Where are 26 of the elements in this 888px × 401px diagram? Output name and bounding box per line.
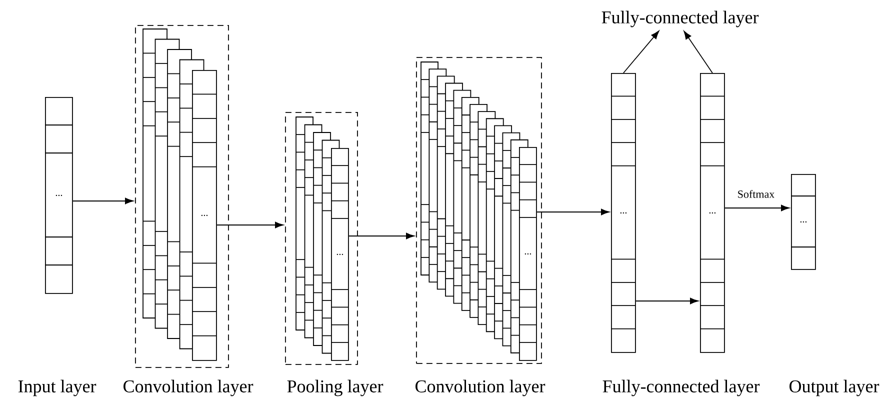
arrow [536, 208, 610, 216]
arrow [684, 30, 713, 74]
layer-label: Fully-connected layer [602, 380, 760, 396]
arrow [216, 222, 284, 228]
edge-label: Softmax [736, 189, 776, 199]
layer-column: ... [44, 97, 73, 294]
layer-label: Pooling layer [287, 380, 384, 396]
feature-map: ... [192, 70, 217, 361]
layer-column: ... [700, 73, 725, 353]
layer-label: Input layer [18, 380, 96, 396]
layer-title: Fully-connected layer [602, 10, 759, 28]
layer-column: ... [790, 174, 816, 270]
arrow [623, 30, 660, 74]
feature-map: ... [330, 148, 349, 361]
layer-label: Convolution layer [124, 380, 254, 396]
layer-label: Output layer [790, 380, 880, 396]
dashed-group-box [416, 57, 542, 364]
layer-column: ... [610, 73, 636, 353]
arrow [348, 232, 414, 240]
dashed-group-box [135, 25, 229, 368]
arrow [72, 198, 134, 204]
arrow [724, 204, 790, 212]
feature-map: ... [518, 147, 537, 361]
dashed-group-box [285, 112, 358, 365]
arrow [635, 298, 698, 304]
layer-label: Convolution layer [416, 380, 546, 396]
